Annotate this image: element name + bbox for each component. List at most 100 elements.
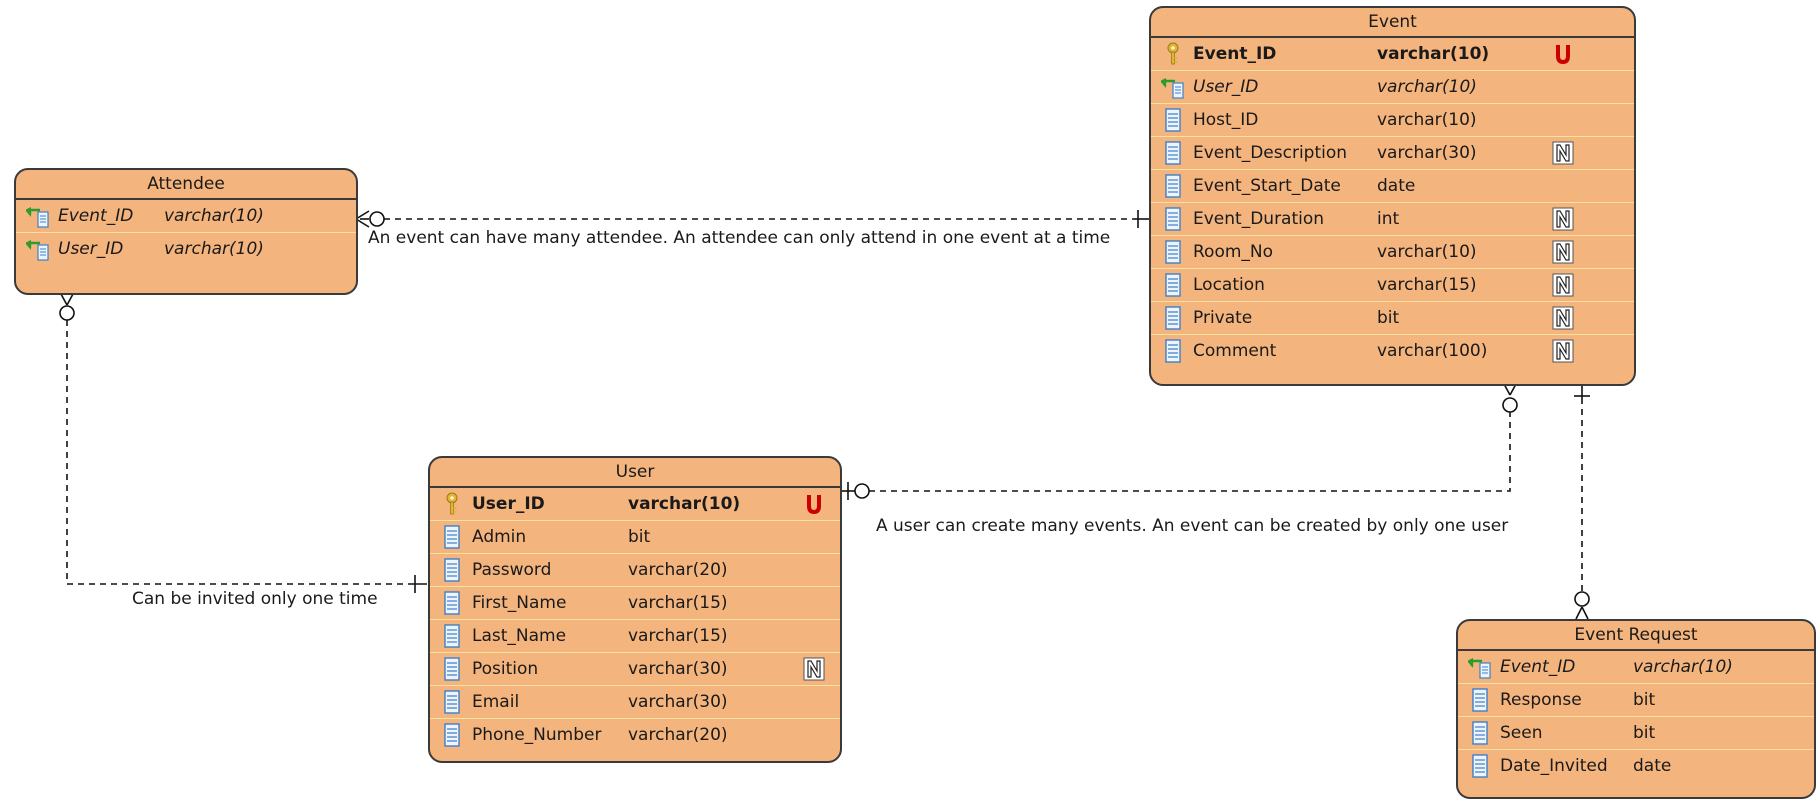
attribute-name: User_ID <box>472 494 545 514</box>
column-icon <box>1468 688 1492 712</box>
primary-key-icon <box>440 492 464 516</box>
attribute-type: varchar(20) <box>628 725 728 745</box>
column-icon <box>440 690 464 714</box>
attribute-type: varchar(10) <box>1377 44 1490 64</box>
attribute-name: Event_Duration <box>1193 209 1325 229</box>
attribute-type: bit <box>628 527 651 547</box>
attribute-row[interactable]: Phone_Number varchar(20) <box>430 719 840 751</box>
attribute-type: varchar(30) <box>1377 143 1477 163</box>
foreign-key-icon <box>1467 655 1492 679</box>
relationship-label-attendee-user: Can be invited only one time <box>132 589 378 609</box>
attribute-row[interactable]: Response bit <box>1458 684 1814 717</box>
attribute-type: varchar(10) <box>1377 242 1477 262</box>
attribute-type: varchar(30) <box>628 659 728 679</box>
attribute-row[interactable]: Location varchar(15) <box>1151 269 1634 302</box>
attribute-name: Last_Name <box>472 626 567 646</box>
attribute-name: Comment <box>1193 341 1277 361</box>
attribute-name: Phone_Number <box>472 725 602 745</box>
foreign-key-icon <box>1160 75 1185 99</box>
entity-title: User <box>430 458 840 488</box>
column-icon <box>1161 306 1185 330</box>
attribute-name: Event_ID <box>1500 657 1576 677</box>
relationship-event-eventrequest[interactable] <box>1574 384 1590 620</box>
column-icon <box>440 624 464 648</box>
attribute-type: varchar(10) <box>1377 110 1477 130</box>
attribute-row[interactable]: Room_No varchar(10) <box>1151 236 1634 269</box>
column-icon <box>440 591 464 615</box>
attribute-name: User_ID <box>1193 77 1259 97</box>
column-icon <box>1161 108 1185 132</box>
column-icon <box>1161 174 1185 198</box>
column-icon <box>1161 273 1185 297</box>
attribute-row[interactable]: Admin bit <box>430 521 840 554</box>
attribute-type: varchar(15) <box>1377 275 1477 295</box>
column-icon <box>1468 754 1492 778</box>
nullable-icon <box>1551 141 1575 165</box>
unique-constraint-icon <box>1551 42 1575 66</box>
attribute-name: Event_Start_Date <box>1193 176 1341 196</box>
attribute-name: Password <box>472 560 552 580</box>
relationship-label-user-event: A user can create many events. An event … <box>876 516 1509 536</box>
attribute-type: varchar(100) <box>1377 341 1488 361</box>
entity-event[interactable]: Event Event_ID varchar(10) User_ID varchar(… <box>1149 6 1636 386</box>
column-icon <box>440 723 464 747</box>
nullable-icon <box>1551 306 1575 330</box>
attribute-row[interactable]: Event_Duration int <box>1151 203 1634 236</box>
attribute-row[interactable]: Date_Invited date <box>1458 750 1814 782</box>
attribute-row[interactable]: Host_ID varchar(10) <box>1151 104 1634 137</box>
primary-key-icon <box>1161 42 1185 66</box>
relationship-attendee-event[interactable] <box>355 210 1150 228</box>
attribute-name: Event_ID <box>58 206 134 226</box>
attribute-row[interactable]: Event_ID varchar(10) <box>1151 38 1634 71</box>
attribute-row[interactable]: Event_Start_Date date <box>1151 170 1634 203</box>
attribute-name: Response <box>1500 690 1582 710</box>
attribute-row[interactable]: User_ID varchar(10) <box>1151 71 1634 104</box>
attribute-row[interactable]: Password varchar(20) <box>430 554 840 587</box>
entity-title: Event <box>1151 8 1634 38</box>
attribute-type: int <box>1377 209 1400 229</box>
attribute-name: Private <box>1193 308 1253 328</box>
attribute-name: Location <box>1193 275 1265 295</box>
column-icon <box>440 525 464 549</box>
foreign-key-icon <box>25 237 50 261</box>
attribute-row[interactable]: Comment varchar(100) <box>1151 335 1634 367</box>
attribute-type: varchar(30) <box>628 692 728 712</box>
nullable-icon <box>1551 240 1575 264</box>
attribute-name: Room_No <box>1193 242 1274 262</box>
attribute-name: Date_Invited <box>1500 756 1608 776</box>
relationship-attendee-user[interactable] <box>59 293 427 593</box>
attribute-type: varchar(15) <box>628 593 728 613</box>
column-icon <box>440 657 464 681</box>
column-icon <box>1161 141 1185 165</box>
attribute-type: date <box>1377 176 1416 196</box>
attribute-name: Event_ID <box>1193 44 1277 64</box>
attribute-name: Admin <box>472 527 527 547</box>
attribute-type: varchar(10) <box>164 239 264 259</box>
attribute-row[interactable]: Private bit <box>1151 302 1634 335</box>
attribute-type: varchar(10) <box>164 206 264 226</box>
attribute-type: date <box>1633 756 1672 776</box>
nullable-icon <box>802 657 826 681</box>
attribute-type: bit <box>1633 690 1656 710</box>
attribute-type: varchar(20) <box>628 560 728 580</box>
relationship-user-event[interactable] <box>842 383 1518 500</box>
column-icon <box>1161 240 1185 264</box>
attribute-row[interactable]: Event_ID varchar(10) <box>16 200 356 233</box>
attribute-type: varchar(10) <box>1377 77 1477 97</box>
attribute-type: bit <box>1377 308 1400 328</box>
attribute-name: Host_ID <box>1193 110 1259 130</box>
